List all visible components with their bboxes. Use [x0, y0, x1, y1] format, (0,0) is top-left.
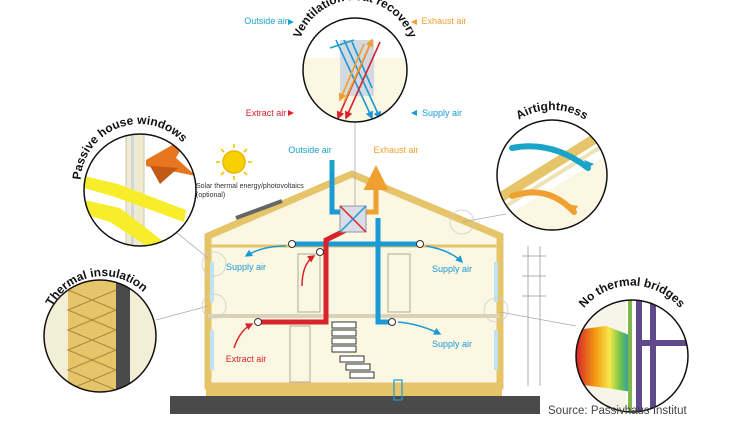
arrow-extract-lower [233, 323, 254, 349]
label-exhaust-air-top: Exhaust air [421, 16, 466, 26]
label-supply-right-upper: Supply air [432, 264, 472, 274]
arrow-outside-air-top [288, 19, 294, 25]
exhaust-duct [362, 165, 389, 215]
marker-bridges [483, 297, 509, 323]
window-right-lower [494, 330, 498, 370]
svg-text:Airtightness: Airtightness [513, 99, 591, 123]
solar-label-line2: (optional) [196, 192, 225, 199]
windows-circle: Passive house windows [70, 113, 197, 247]
ground-duct [393, 379, 403, 401]
insulation-circle: Thermal insulation [43, 265, 157, 393]
label-outside-air-top: Outside air [244, 16, 288, 26]
arrow-extract-upper [301, 255, 316, 287]
ventilation-circle: Ventilation heat recovery [290, 0, 420, 123]
arrow-supply-right-upper [425, 245, 464, 264]
solar-label-line1: Solar thermal energy/photovoltaics [196, 183, 304, 190]
balcony-railing [522, 246, 546, 386]
callout-lines [155, 122, 577, 327]
bridges-circle: No thermal bridges [575, 275, 689, 413]
title-airtightness: Airtightness [513, 99, 591, 123]
arrow-supply-air-top [411, 110, 417, 116]
arrow-exhaust-air-top [411, 19, 417, 25]
arrow-supply-right-lower [397, 321, 442, 335]
window-left-upper [210, 262, 214, 302]
label-supply-air-top: Supply air [422, 108, 462, 118]
staircase-icon [331, 321, 375, 379]
door-upper-right [387, 253, 411, 313]
window-left-lower [210, 330, 214, 370]
sun-icon [216, 144, 252, 180]
label-supply-right-lower: Supply air [432, 339, 472, 349]
marker-insulation [201, 293, 227, 319]
label-extract-lower: Extract air [226, 354, 267, 364]
label-outside-air-roof: Outside air [288, 145, 332, 155]
arrow-supply-left-upper [244, 245, 287, 257]
marker-window [201, 251, 227, 277]
heat-exchanger-icon [339, 205, 367, 233]
window-frame-icon [84, 134, 196, 246]
solar-panel-icon [235, 199, 283, 220]
floor-insulation [206, 386, 502, 396]
source-credit: Source: Passivhaus Institut [548, 405, 688, 417]
marker-airtightness [449, 209, 475, 235]
door-lower [289, 325, 311, 383]
label-extract-air-top: Extract air [246, 108, 287, 118]
door-upper-left [297, 253, 321, 313]
label-exhaust-air-roof: Exhaust air [373, 145, 418, 155]
duct-outlets [254, 240, 424, 326]
arrow-extract-air-top [288, 110, 294, 116]
house-outline [204, 170, 504, 390]
label-supply-left-upper: Supply air [226, 262, 266, 272]
window-right-upper [494, 262, 498, 302]
airtightness-circle: Airtightness [496, 99, 608, 231]
ground-slab [170, 396, 540, 414]
